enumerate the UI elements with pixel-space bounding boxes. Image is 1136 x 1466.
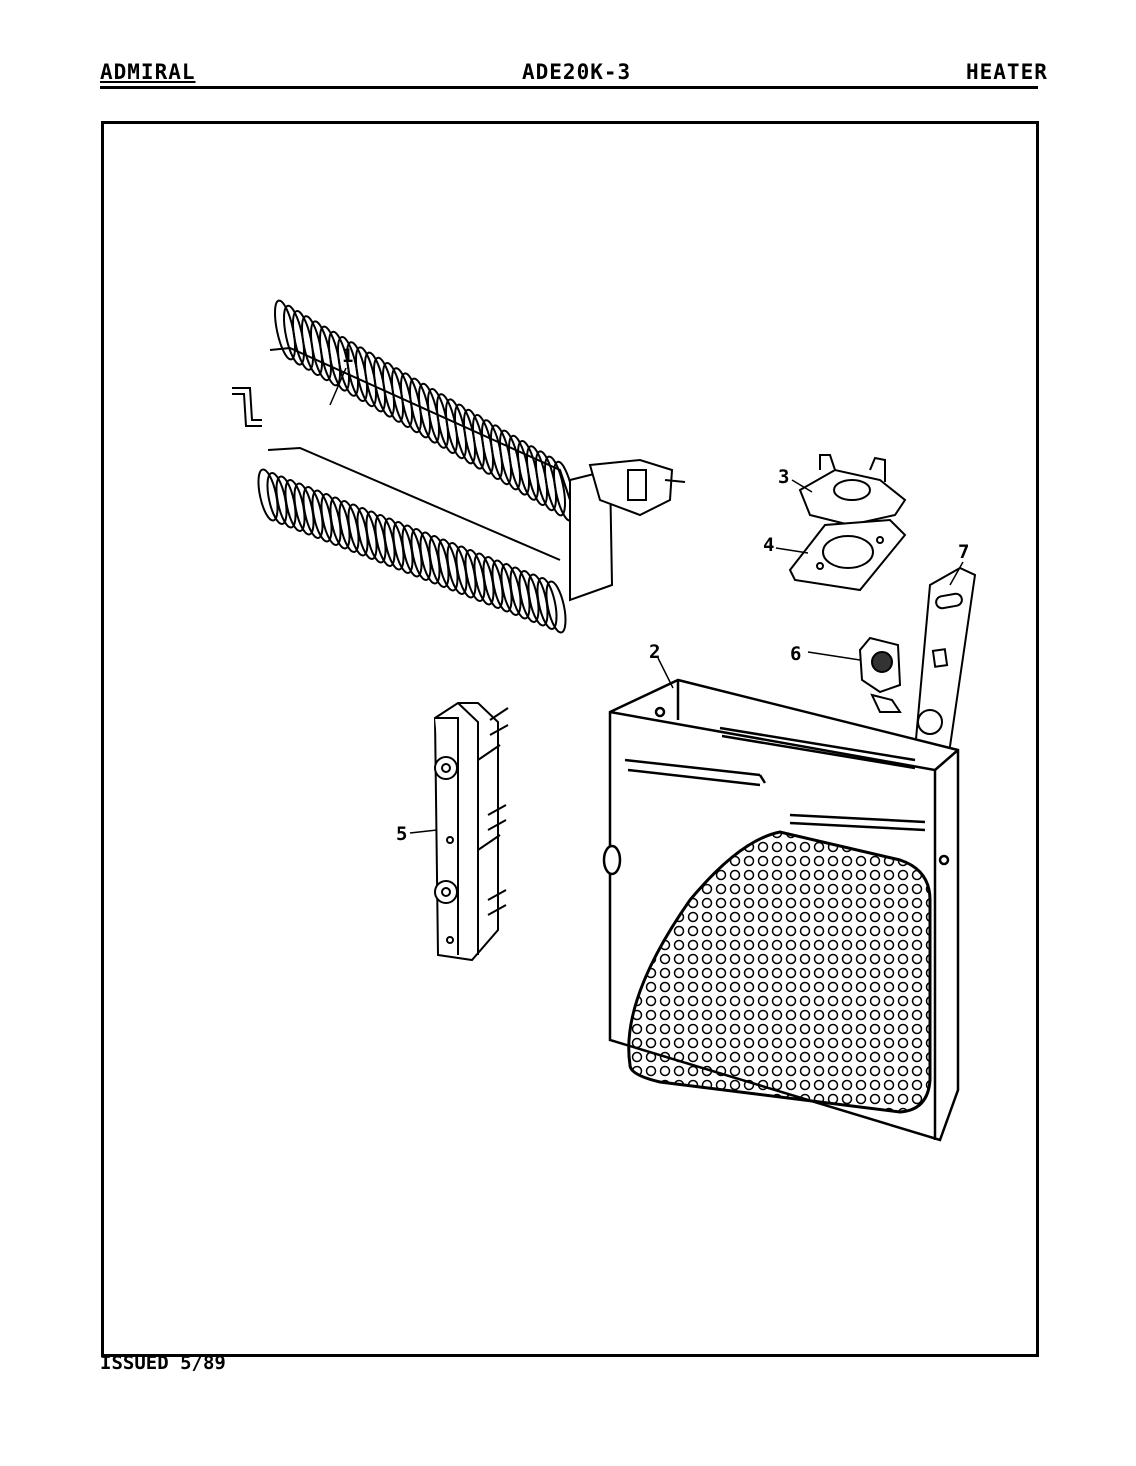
issued-date: ISSUED 5/89 [100,1352,226,1374]
callout-leaders [329,367,964,834]
heating-element [232,299,686,634]
callout-5: 5 [396,823,407,845]
terminal-block-part-5 [433,702,509,962]
coil-loop [543,455,567,517]
coil-loop [536,577,558,630]
thermal-fuse-part-6 [858,636,902,713]
callout-1: 1 [342,345,353,367]
callout-7: 7 [958,541,969,563]
gasket-part-4 [788,518,907,592]
callout-2: 2 [649,641,660,663]
coil-loop [545,580,567,634]
callout-4: 4 [763,534,774,556]
header-rule [100,86,1038,89]
thermostat-part-3 [798,454,907,527]
bracket-part-7 [913,566,977,767]
brand-title: ADMIRAL [100,60,196,84]
callout-3: 3 [778,466,789,488]
section-title: HEATER [966,60,1048,84]
heater-housing-part-2 [602,678,960,1142]
diagram-frame [101,121,1039,1357]
callout-6: 6 [790,643,801,665]
model-number: ADE20K-3 [522,60,632,84]
